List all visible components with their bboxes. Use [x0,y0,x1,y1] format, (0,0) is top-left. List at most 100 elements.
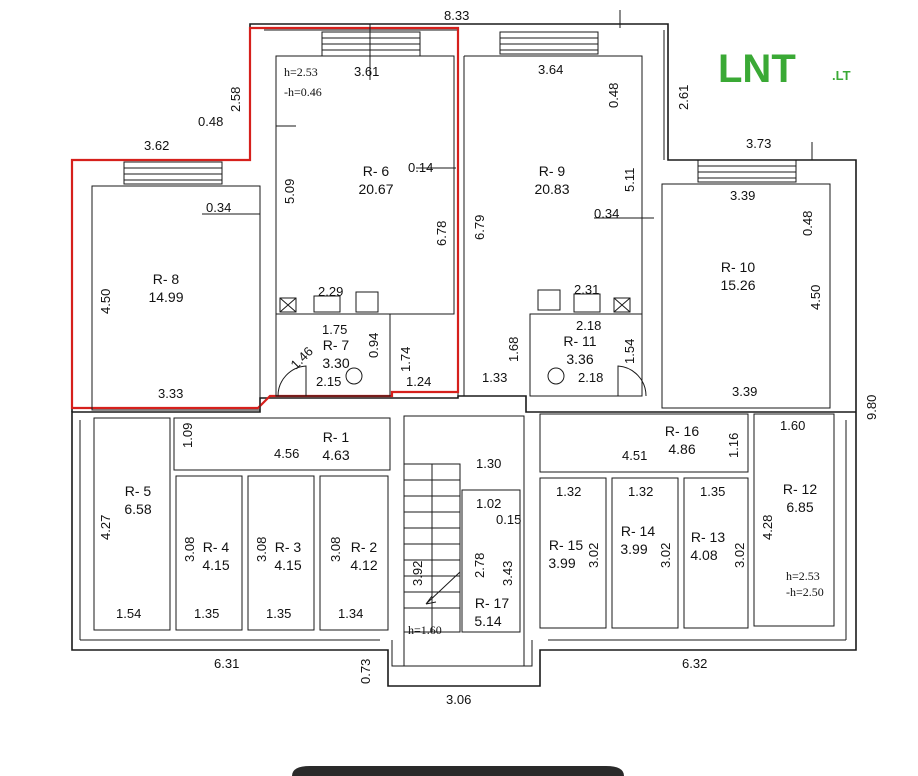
dim-label: 0.34 [206,200,231,215]
dim-label: 1.33 [482,370,507,385]
room-r15-name: R- 15 [549,537,583,553]
room-r1-area: 4.63 [322,447,349,463]
room-r2-name: R- 2 [351,539,378,555]
dim-label: 3.02 [732,543,747,568]
room-r10-area: 15.26 [720,277,755,293]
dim-label: 3.39 [732,384,757,399]
dim-label: 6.32 [682,656,707,671]
staircase [403,463,461,633]
height-top-minus: -h=0.46 [284,85,322,99]
room-r12-outline [753,413,835,627]
room-r16-name: R- 16 [665,423,699,439]
fixtures [277,289,647,397]
dim-label: 1.30 [476,456,501,471]
sink-icon-2 [573,293,601,313]
height-right: h=2.53 [786,569,820,583]
dim-label: 4.56 [274,446,299,461]
room-r5-outline [93,417,171,631]
room-r4-name: R- 4 [203,539,230,555]
door-swing-icon-2 [617,365,647,397]
rooms-upper [91,55,831,411]
room-r9-area: 20.83 [534,181,569,197]
room-r17-name: R- 17 [475,595,509,611]
dim-label: 1.02 [476,496,501,511]
dim-label: 3.08 [254,537,269,562]
room-r5-name: R- 5 [125,483,152,499]
logo-text: LNT [718,47,796,91]
dim-label: 1.32 [628,484,653,499]
window-r8 [123,161,223,185]
bottom-overlay-bar [292,766,624,776]
dim-label: 1.54 [622,339,637,364]
dim-label: 2.29 [318,284,343,299]
room-r4-outline [175,475,243,631]
dim-label: 0.94 [366,333,381,358]
dim-label: 2.31 [574,282,599,297]
rooms-lower [93,413,835,667]
room-r14-name: R- 14 [621,523,655,539]
dim-label: 3.73 [746,136,771,151]
room-r13-outline [683,477,749,629]
room-r11-area: 3.36 [566,351,593,367]
dim-label: 2.61 [676,85,691,110]
dim-label: 2.15 [316,374,341,389]
room-r11-name: R- 11 [563,333,596,349]
room-r13-area: 4.08 [690,547,717,563]
dim-label: 3.61 [354,64,379,79]
dim-label: 1.24 [406,374,431,389]
toilet-icon [345,367,363,385]
dim-label: 3.08 [328,537,343,562]
dim-label: 9.80 [864,395,879,420]
dim-label: 1.46 [288,344,317,373]
dim-label: 1.68 [506,337,521,362]
dim-label: 1.34 [338,606,363,621]
dim-label: 4.28 [760,515,775,540]
dimension-labels: 8.33 3.61 3.64 2.58 0.48 3.62 0.34 5.09 … [98,8,879,707]
room-r7-name: R- 7 [323,337,350,353]
dim-label: 2.78 [472,553,487,578]
dim-label: 3.64 [538,62,563,77]
room-r3-area: 4.15 [274,557,301,573]
dim-label: 4.51 [622,448,647,463]
shaft-icon-2 [613,297,631,313]
room-r6-name: R- 6 [363,163,390,179]
room-r14-area: 3.99 [620,541,647,557]
toilet-icon-2 [547,367,565,385]
outer-walls [71,23,857,687]
room-r17-outline [461,489,521,633]
dimension-lines [202,10,813,219]
height-notes: h=2.53 -h=0.46 h=2.53 -h=2.50 h=1.60 [284,65,824,637]
dim-label: 2.18 [576,318,601,333]
room-r5-area: 6.58 [124,501,151,517]
room-r7-area: 3.30 [322,355,349,371]
dim-label: 0.48 [198,114,223,129]
sink-icon [313,295,341,313]
room-r6-area: 20.67 [358,181,393,197]
dim-label: 1.32 [556,484,581,499]
room-r12-name: R- 12 [783,481,817,497]
dim-label: 1.75 [322,322,347,337]
dim-label: 8.33 [444,8,469,23]
window-r9 [499,31,599,55]
dim-label: 1.54 [116,606,141,621]
room-r4-area: 4.15 [202,557,229,573]
dim-label: 3.06 [446,692,471,707]
height-stair: h=1.60 [408,623,442,637]
room-r8-area: 14.99 [148,289,183,305]
dim-label: 3.33 [158,386,183,401]
room-r9-name: R- 9 [539,163,566,179]
room-r15-area: 3.99 [548,555,575,571]
window-r10 [697,159,797,183]
dim-label: 3.02 [586,543,601,568]
dim-label: 0.48 [800,211,815,236]
door-swing-icon [277,365,307,397]
room-r12-area: 6.85 [786,499,813,515]
room-r10-name: R- 10 [721,259,755,275]
room-r1-name: R- 1 [323,429,350,445]
room-r15-outline [539,477,607,629]
dim-label: 6.79 [472,215,487,240]
unit-boundary [70,26,460,410]
room-r10-outline [661,183,831,409]
dim-label: 3.02 [658,543,673,568]
